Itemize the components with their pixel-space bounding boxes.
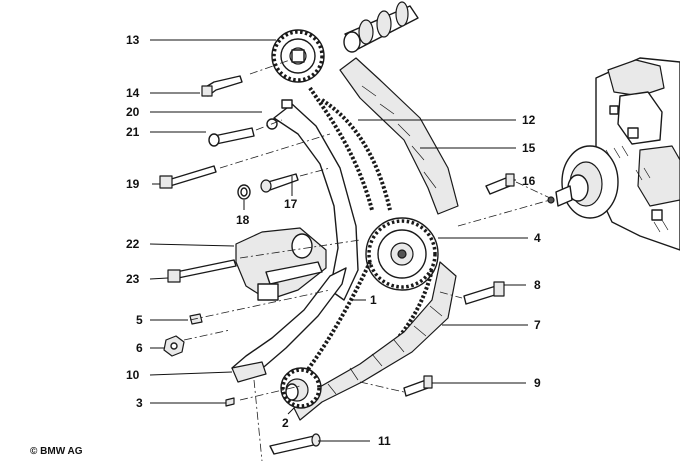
assembly-axes — [183, 59, 551, 461]
bolt-9 — [403, 375, 433, 397]
callout-5: 5 — [136, 313, 143, 327]
washer-18 — [237, 184, 251, 200]
crankshaft-sprocket — [280, 367, 322, 409]
callout-11: 11 — [378, 434, 391, 448]
callout-10: 10 — [126, 368, 140, 382]
callout-7: 7 — [534, 318, 541, 332]
callout-21: 21 — [126, 125, 140, 139]
bolt-17 — [260, 173, 299, 193]
callout-16: 16 — [522, 174, 536, 188]
bolt-16 — [485, 173, 515, 195]
chain-tensioner — [235, 227, 327, 301]
callout-1: 1 — [370, 293, 377, 307]
bolt-19 — [159, 165, 217, 189]
callout-22: 22 — [126, 237, 140, 251]
intermediate-sprocket — [365, 217, 439, 291]
leader-lines — [149, 39, 528, 442]
callout-3: 3 — [136, 396, 143, 410]
callout-19: 19 — [126, 177, 140, 191]
callout-labels: 13 14 20 21 19 18 17 22 23 5 6 10 3 2 1 … — [126, 33, 541, 448]
callout-23: 23 — [126, 272, 140, 286]
callout-8: 8 — [534, 278, 541, 292]
bolt-14 — [201, 75, 243, 97]
callout-15: 15 — [522, 141, 536, 155]
callout-9: 9 — [534, 376, 541, 390]
lower-guide-rail — [293, 261, 457, 421]
upper-guide-rail — [339, 57, 459, 215]
pin-11 — [269, 433, 321, 455]
camshaft-sprocket — [271, 29, 325, 83]
bolt-21 — [208, 127, 255, 147]
tensioning-rail — [266, 99, 359, 301]
upper-timing-chain — [308, 86, 392, 211]
pin-3 — [225, 397, 235, 407]
camshaft — [343, 1, 419, 53]
callout-4: 4 — [534, 231, 541, 245]
lower-tensioning-rail — [231, 267, 347, 383]
pin-8 — [463, 281, 505, 305]
callout-12: 12 — [522, 113, 536, 127]
callout-6: 6 — [136, 341, 143, 355]
callout-2: 2 — [282, 416, 289, 430]
nut-6 — [163, 335, 185, 357]
callout-13: 13 — [126, 33, 140, 47]
callout-17: 17 — [284, 197, 298, 211]
bolt-23 — [167, 259, 237, 283]
callout-18: 18 — [236, 213, 250, 227]
callout-14: 14 — [126, 86, 140, 100]
copyright-notice: © BMW AG — [30, 446, 83, 457]
callout-20: 20 — [126, 105, 140, 119]
injection-pump — [547, 57, 680, 251]
